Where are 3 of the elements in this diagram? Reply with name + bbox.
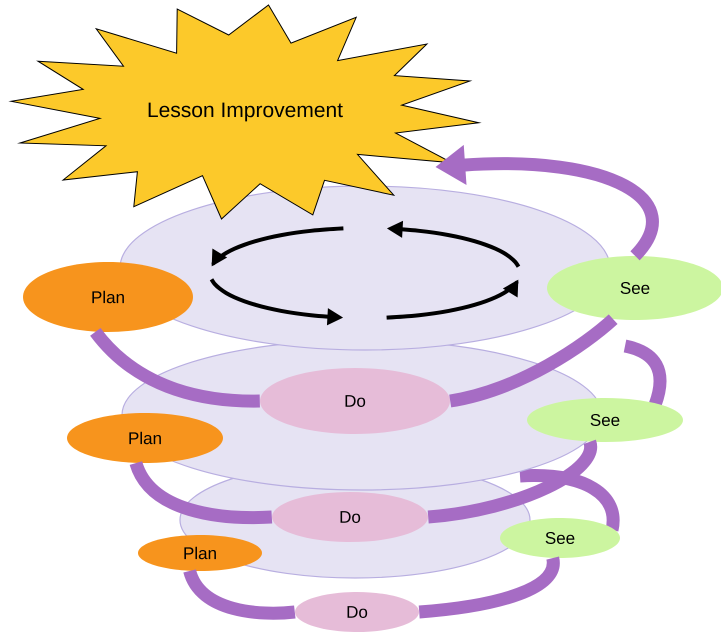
- spiral-band: [448, 314, 618, 408]
- spiral-band: [90, 328, 260, 408]
- spiral-band: [428, 441, 597, 524]
